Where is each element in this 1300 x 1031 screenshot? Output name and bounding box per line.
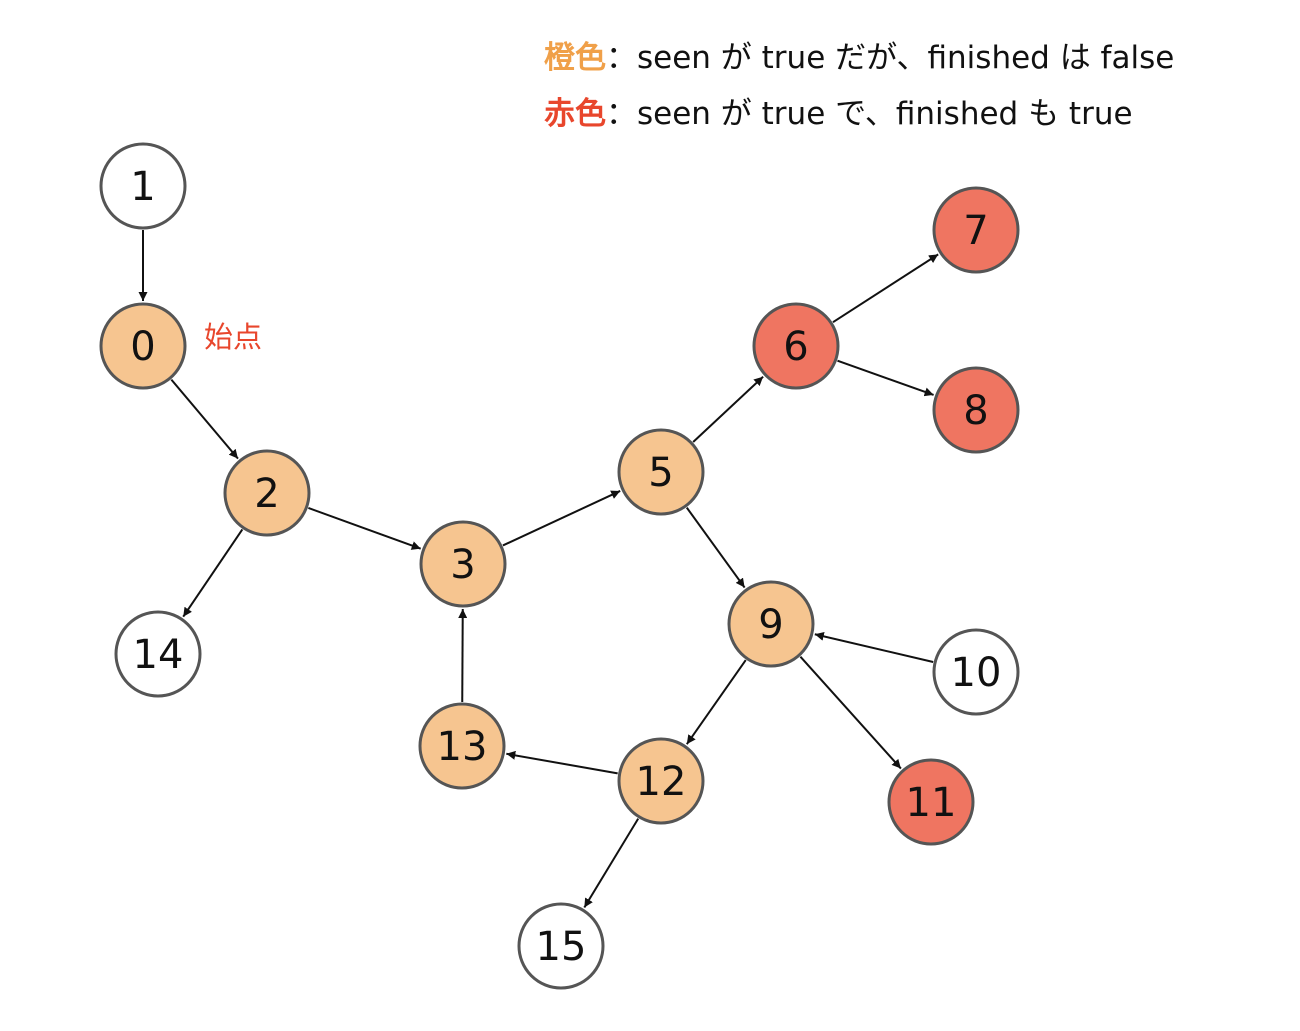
legend-orange: 橙色：seen が true だが、finished は false [544,32,1174,77]
edge-5-to-9 [685,507,746,589]
legend-orange-key: 橙色 [544,40,606,76]
node-2: 2 [223,449,311,537]
node-12-circle [617,737,705,825]
node-13-label: 13 [437,724,488,770]
edge-5-to-6 [692,375,764,443]
legend-red-key: 赤色 [544,96,606,132]
edge-3-to-5 [502,490,621,547]
node-9-label: 9 [758,602,783,648]
edge-9-to-11 [799,656,902,770]
legend-orange-text: ：seen が true だが、finished は false [606,40,1175,76]
node-1-label: 1 [130,164,155,210]
start-label: 始点 [204,320,263,354]
node-10: 10 [932,628,1020,716]
node-9: 9 [727,580,815,668]
node-3-circle [419,520,507,608]
node-8: 8 [932,366,1020,454]
node-11-circle [887,758,975,846]
node-11: 11 [887,758,975,846]
node-10-circle [932,628,1020,716]
node-7: 7 [932,186,1020,274]
edge-12-to-13 [506,750,618,775]
node-13: 13 [418,702,506,790]
node-8-circle [932,366,1020,454]
edge-10-to-9 [814,631,934,663]
node-7-label: 7 [963,208,988,254]
node-0-circle [99,302,187,390]
node-7-circle [932,186,1020,274]
node-5-circle [617,428,705,516]
node-6: 6 [752,302,840,390]
node-15-label: 15 [536,924,587,970]
edges-layer [138,230,939,909]
node-3-label: 3 [450,542,475,588]
node-0: 0 [99,302,187,390]
edge-2-to-3 [308,507,422,550]
edge-13-to-3 [458,608,468,703]
node-13-circle [418,702,506,790]
edge-6-to-7 [832,253,939,324]
node-5: 5 [617,428,705,516]
edge-2-to-14 [182,528,244,618]
edge-6-to-8 [837,359,934,397]
node-6-circle [752,302,840,390]
node-12-label: 12 [636,759,687,805]
legend-red: 赤色：seen が true で、finished も true [544,88,1133,133]
node-0-label: 0 [130,324,155,370]
node-1-circle [99,142,187,230]
edge-9-to-12 [686,659,747,745]
node-15: 15 [517,902,605,990]
node-5-label: 5 [648,450,673,496]
node-15-circle [517,902,605,990]
node-14-label: 14 [133,632,184,678]
node-8-label: 8 [963,388,988,434]
node-12: 12 [617,737,705,825]
node-1: 1 [99,142,187,230]
node-9-circle [727,580,815,668]
node-3: 3 [419,520,507,608]
edge-12-to-15 [583,818,640,909]
edge-0-to-2 [170,378,239,460]
node-10-label: 10 [951,650,1002,696]
node-14-circle [114,610,202,698]
node-2-circle [223,449,311,537]
node-6-label: 6 [783,324,808,370]
legend-red-text: ：seen が true で、finished も true [606,96,1133,132]
node-14: 14 [114,610,202,698]
node-11-label: 11 [906,780,957,826]
node-2-label: 2 [254,471,279,517]
